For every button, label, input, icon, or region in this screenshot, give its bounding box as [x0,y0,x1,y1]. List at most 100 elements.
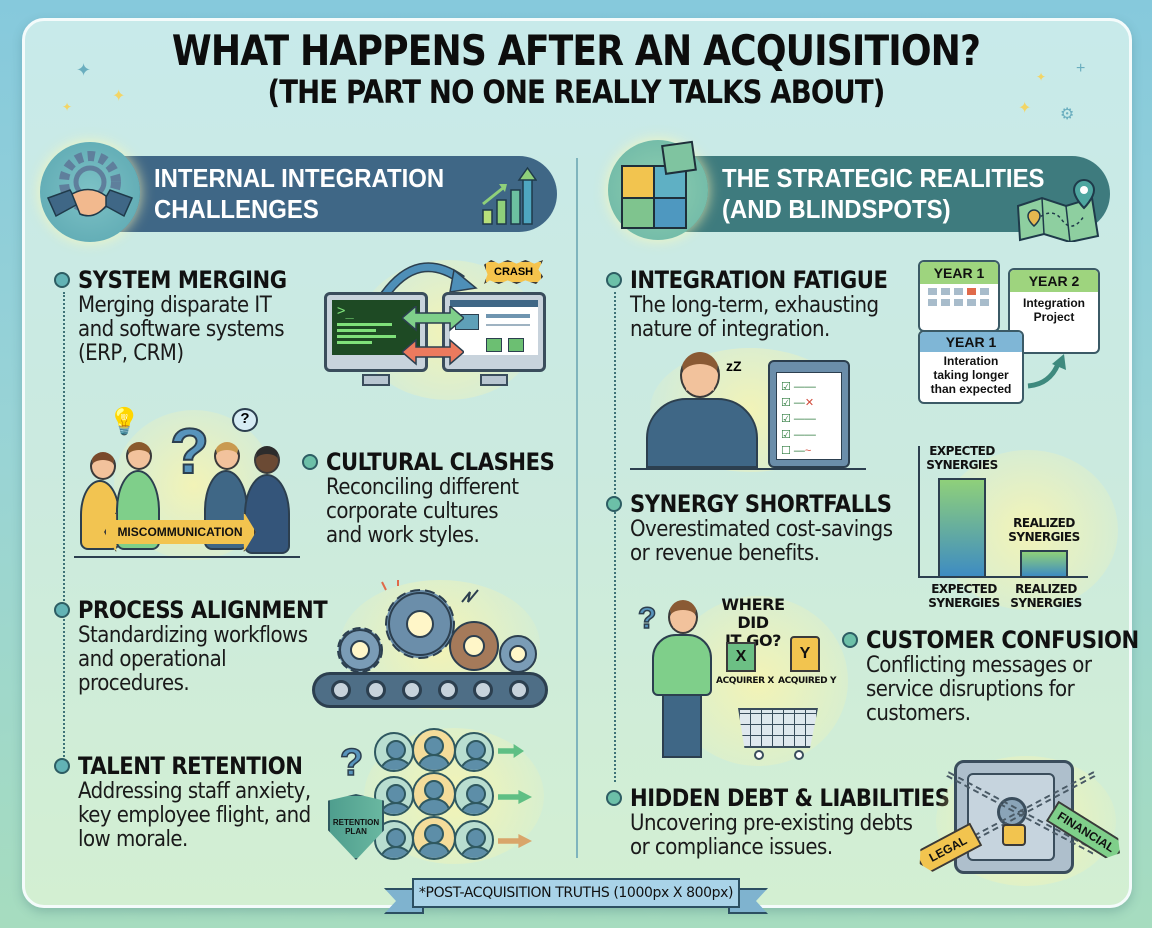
item-title: TALENT RETENTION [78,752,303,780]
employee-avatar [454,732,494,772]
person-legs [662,694,702,758]
item-desc-line: Reconciling different [326,475,519,500]
safe-icon [954,760,1074,874]
handshake-gear-icon [40,142,140,242]
calendar-text: taking longer [933,368,1009,382]
page-subtitle: (THE PART NO ONE REALLY TALKS ABOUT) [267,73,885,112]
calendars-illustration: YEAR 1 YEAR 2 Integration Project YEAR 1… [916,254,1110,406]
item-system-merging: SYSTEM MERGING Merging disparate IT and … [54,266,315,366]
person-head [90,452,116,480]
item-title: SYNERGY SHORTFALLS [630,490,892,518]
item-desc-line: customers. [866,701,971,726]
process-alignment-illustration [310,580,560,710]
terminal-monitor: >_ [324,292,428,372]
column-divider [576,158,578,858]
shopping-cart-icon [738,708,818,748]
calendar-caption: YEAR 1 [920,262,998,284]
section-header-strategic: THE STRATEGIC REALITIES (AND BLINDSPOTS) [650,156,1110,232]
calendar-caption: YEAR 1 [920,332,1022,352]
item-cultural-clashes: CULTURAL CLASHES Reconciling different c… [302,448,586,548]
person-suit-2 [244,474,290,554]
item-desc-line: (ERP, CRM) [78,341,184,366]
label-acquirer-x: ACQUIRER X [716,676,774,686]
shield-label: PLAN [345,827,367,836]
item-desc-line: nature of integration. [630,317,830,342]
item-desc-line: Merging disparate IT [78,293,272,318]
bar-label-expected: EXPECTED SYNERGIES [926,444,998,472]
rocket-icon: ✦ [76,60,92,80]
employee-avatar [454,776,494,816]
item-desc-line: and work styles. [326,523,480,548]
sparkle-icon: ✦ [1036,70,1047,84]
growth-bar-chart-icon [482,166,537,225]
timeline-line-right [614,292,616,782]
bar-expected [938,478,986,578]
calendar-text: Project [1033,310,1075,324]
chained-safe-illustration: LEGAL FINANCIAL [916,756,1126,886]
cultural-clashes-illustration: 💡 ? ? MISCOMMUNICATION [74,400,304,560]
map-pin-icon [1016,178,1100,242]
sparkle-icon: ✦ [112,88,126,105]
item-integration-fatigue: INTEGRATION FATIGUE The long-term, exhau… [606,266,923,342]
question-line: WHERE DID [721,595,785,632]
speech-bubble-icon: ? [232,408,258,432]
item-talent-retention: TALENT RETENTION Addressing staff anxiet… [54,752,337,852]
item-desc-line: Conflicting messages or [866,653,1092,678]
item-desc-line: procedures. [78,671,190,696]
gears-icon [337,580,537,673]
bar-realized [1020,550,1068,578]
footer-ribbon-text: *POST-ACQUISITION TRUTHS (1000px X 800px… [412,878,740,908]
calendar-year1-bottom: YEAR 1 Interation taking longer than exp… [918,330,1024,404]
bullet-dot [54,602,70,618]
bullet-dot [54,272,70,288]
x-tick-realized: REALIZED SYNERGIES [1010,582,1082,610]
synergy-bar-chart: EXPECTED SYNERGIES REALIZED SYNERGIES EX… [918,440,1118,616]
item-title: INTEGRATION FATIGUE [630,266,888,294]
sleep-zz-icon: zZ [726,358,742,374]
item-synergy-shortfalls: SYNERGY SHORTFALLS Overestimated cost-sa… [606,490,927,566]
item-desc-line: or compliance issues. [630,835,833,860]
employee-avatar [374,820,414,860]
section-title-line1: INTERNAL INTEGRATION [154,163,445,193]
question-mark-icon: ? [339,741,364,785]
item-title: HIDDEN DEBT & LIABILITIES [630,784,950,812]
x-tick-expected: EXPECTED SYNERGIES [928,582,1000,610]
timeline-line-left [63,292,65,764]
item-desc-line: Standardizing workflows [78,623,308,648]
item-title: PROCESS ALIGNMENT [78,596,328,624]
shield-label: RETENTION [332,818,380,827]
item-desc-line: Uncovering pre-existing debts [630,811,913,836]
page-title: WHAT HAPPENS AFTER AN ACQUISITION? [171,26,981,75]
bullet-dot [606,496,622,512]
person-head [214,442,240,470]
employee-avatar [374,732,414,772]
confused-person-head [668,600,698,634]
item-desc-line: service disruptions for [866,677,1075,702]
bullet-dot [54,758,70,774]
item-desc-line: key employee flight, and [78,803,311,828]
item-desc-line: The long-term, exhausting [630,293,879,318]
section-title-line2: CHALLENGES [154,194,319,224]
bullet-dot [606,790,622,806]
gui-monitor [442,292,546,372]
puzzle-icon [608,140,708,240]
customer-confusion-illustration: ? WHERE DID IT GO? X Y ACQUIRER X ACQUIR… [628,596,848,776]
bullet-dot [302,454,318,470]
footer-ribbon: *POST-ACQUISITION TRUTHS (1000px X 800px… [384,874,768,914]
crosshair-icon: + [1076,60,1086,77]
gear-icon: ⚙ [1060,106,1075,123]
section-title-line2: (AND BLINDSPOTS) [722,194,951,224]
label-acquired-y: ACQUIRED Y [778,676,837,686]
item-desc-line: and operational [78,647,227,672]
employee-avatar [454,820,494,860]
sparkle-icon: ✦ [1018,100,1032,117]
item-title: SYSTEM MERGING [78,266,287,294]
tired-person-head [680,352,720,398]
calendar-caption: YEAR 2 [1010,270,1098,292]
suit-body [646,398,758,468]
item-hidden-debt: HIDDEN DEBT & LIABILITIES Uncovering pre… [606,784,993,860]
item-desc-line: Overestimated cost-savings [630,517,893,542]
item-process-alignment: PROCESS ALIGNMENT Standardizing workflow… [54,596,361,696]
bullet-dot [842,632,858,648]
